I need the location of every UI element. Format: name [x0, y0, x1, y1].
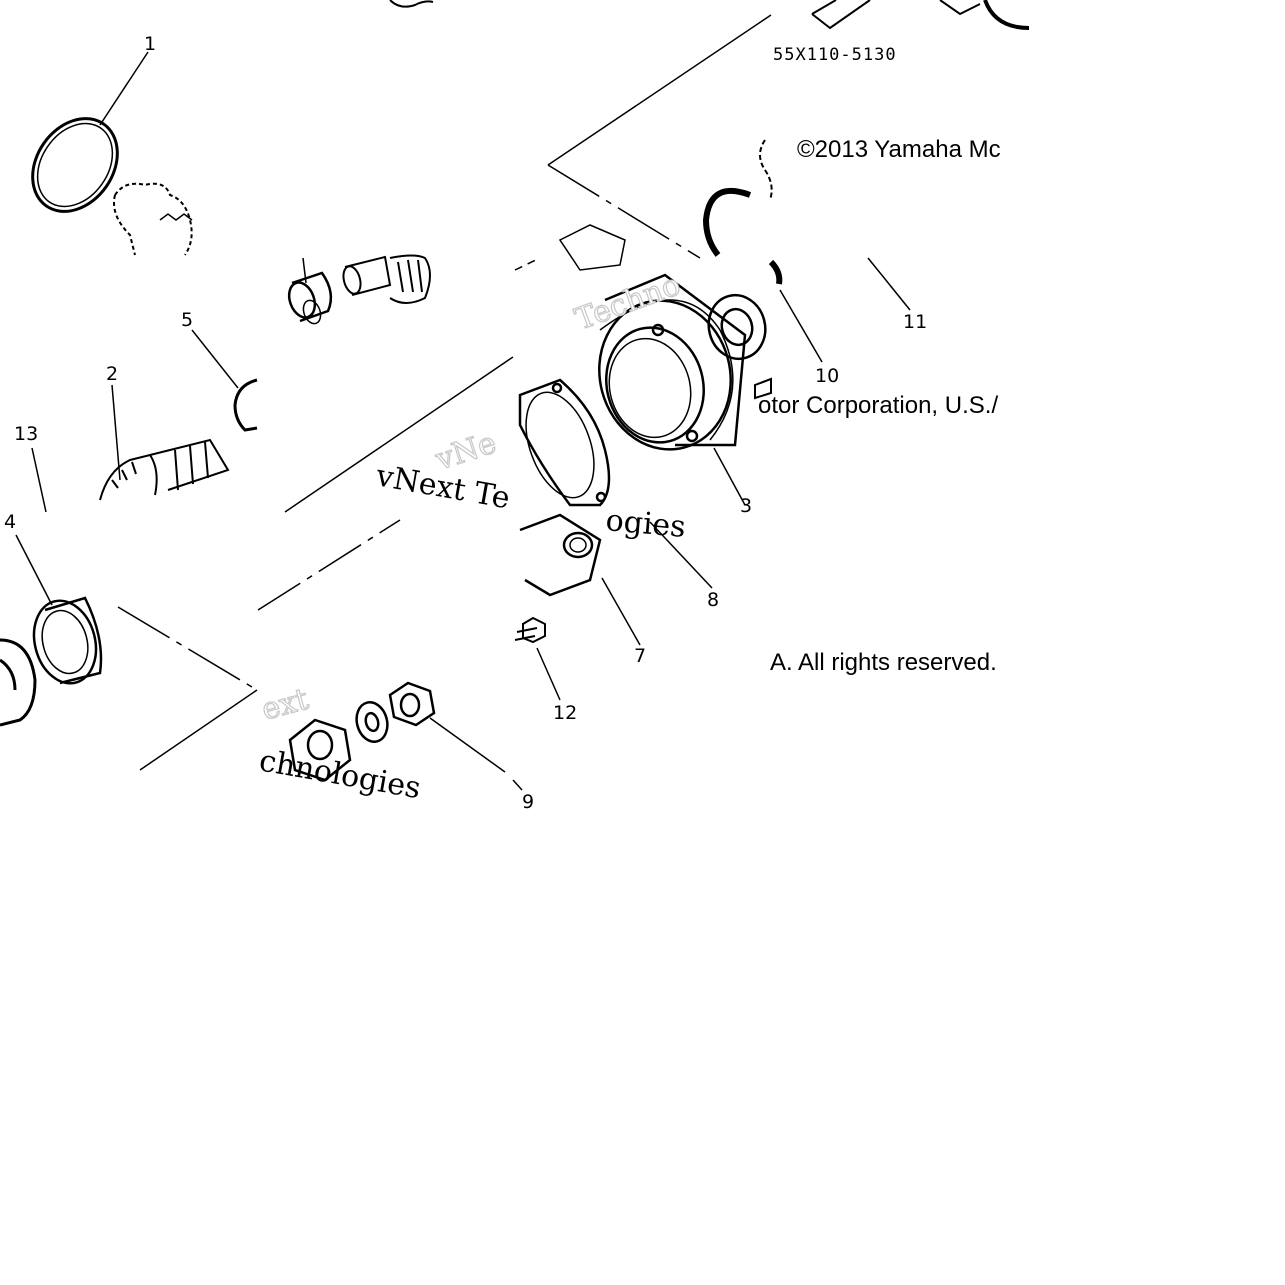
callout-leader-3: [713, 447, 746, 506]
flange-nut-part: [388, 681, 436, 727]
axis-line: [139, 689, 258, 771]
seal-part: [0, 638, 37, 727]
pinion-gear-shaft-part: [99, 438, 230, 501]
callout-leader-10: [779, 289, 823, 363]
callout-3: 3: [740, 495, 752, 517]
callout-4: 4: [4, 511, 16, 533]
callout-leader-12: [536, 647, 561, 701]
bearing-housing-part: [598, 273, 747, 451]
callout-leader-5: [191, 329, 239, 389]
drive-shaft-part: [342, 254, 431, 304]
callout-leader-7: [601, 577, 641, 646]
washer-part: [355, 701, 389, 743]
copyright-line-2: otor Corporation, U.S./: [758, 392, 998, 419]
axis-line: [547, 14, 772, 166]
watermark-text: chnologies: [257, 743, 424, 806]
callout-5: 5: [181, 309, 193, 331]
callout-13: 13: [14, 423, 38, 445]
nut-part: [233, 378, 258, 432]
stud-bolt-part: [754, 377, 772, 400]
axis-line: [284, 356, 514, 513]
part-number-label: 55X110-5130: [773, 45, 897, 65]
callout-11: 11: [903, 311, 927, 333]
copyright-line-3: A. All rights reserved.: [770, 649, 997, 676]
needle-bearing-part: [287, 271, 333, 325]
callout-leader-8: [649, 521, 713, 589]
gasket-part: [518, 378, 611, 507]
copyright-line-1: ©2013 Yamaha Mc: [797, 136, 1001, 163]
mount-bracket-part: [519, 513, 602, 597]
watermark-text: ext: [258, 682, 312, 728]
callout-leader: [302, 257, 307, 284]
axis-line: [514, 257, 541, 271]
axis-line: [257, 519, 401, 611]
bolt-part: [514, 616, 546, 644]
callout-leader-4: [15, 534, 53, 606]
callout-9: 9: [522, 791, 534, 813]
callout-leader-2: [111, 384, 121, 481]
axis-line: [117, 606, 258, 691]
axis-line: [547, 164, 701, 259]
fwd-tag-part: [558, 224, 626, 271]
callout-7: 7: [634, 645, 646, 667]
partial-outline: [389, 0, 434, 8]
o-ring-part: [702, 139, 773, 257]
callout-1: 1: [144, 33, 156, 55]
ball-bearing-part: [32, 596, 103, 685]
callout-leader-1: [99, 51, 149, 126]
front-arrow-icon: [811, 0, 1030, 30]
callout-2: 2: [106, 363, 118, 385]
watermark-text: vNe: [431, 425, 501, 477]
nut-part: [288, 718, 352, 782]
o-ring-part: [768, 259, 783, 285]
callout-leader-13: [31, 447, 47, 513]
callout-leader-9: [429, 717, 506, 773]
watermark-text: ogies: [604, 503, 687, 545]
callout-8: 8: [707, 589, 719, 611]
callout-10: 10: [815, 365, 839, 387]
callout-leader-9: [512, 779, 523, 791]
snap-ring-part: [31, 117, 193, 256]
oil-seal-part: [707, 294, 767, 360]
callout-leader-11: [867, 257, 911, 311]
watermark-text: Techno: [571, 267, 685, 337]
callout-12: 12: [553, 702, 577, 724]
